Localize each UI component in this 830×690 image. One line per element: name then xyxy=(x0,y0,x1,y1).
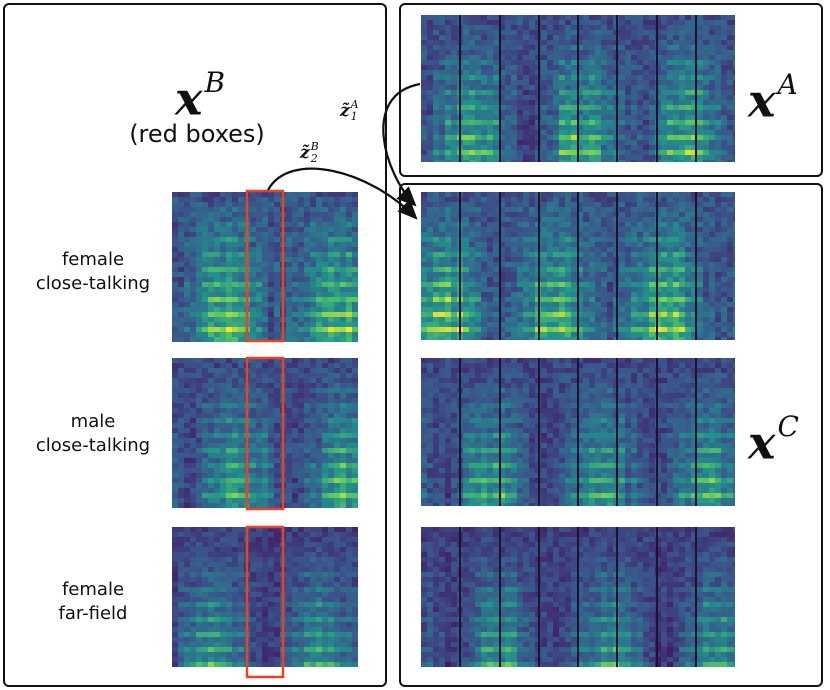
row-label-2-line2: close-talking xyxy=(35,435,151,456)
arrow-z2 xyxy=(267,167,418,220)
converted-symbol-sup: C xyxy=(777,410,799,443)
latent-z1-sup: A xyxy=(350,98,359,111)
source-symbol-sup: B xyxy=(204,66,226,99)
row-label-3-line2: far-field xyxy=(58,603,128,624)
highlight-box-1 xyxy=(245,189,285,343)
latent-z2-sup: B xyxy=(310,140,319,153)
row-label-3: female far-field xyxy=(8,578,178,626)
content-spectrogram xyxy=(421,15,735,162)
converted-spectrogram-female-far xyxy=(421,527,735,667)
highlight-box-2 xyxy=(245,356,285,511)
highlight-box-3 xyxy=(245,525,285,679)
converted-spectrogram-male-close xyxy=(421,358,735,506)
latent-z1-label: z̃A1 xyxy=(340,98,359,123)
content-symbol-base: x xyxy=(748,73,776,128)
content-symbol-sup: A xyxy=(777,68,798,101)
arrow-z1 xyxy=(382,82,421,207)
source-spectrogram-female-close xyxy=(172,192,358,342)
row-label-3-line1: female xyxy=(61,579,125,600)
source-symbol: xB xyxy=(175,66,225,121)
row-label-1-line2: close-talking xyxy=(35,273,151,294)
row-label-1: female close-talking xyxy=(8,248,178,296)
converted-spectrogram-female-close xyxy=(421,192,735,340)
latent-z2-base: z̃ xyxy=(300,143,310,163)
latent-z1-sub: 1 xyxy=(350,110,358,123)
latent-z1-base: z̃ xyxy=(340,101,350,121)
source-symbol-base: x xyxy=(175,71,203,126)
row-label-2: male close-talking xyxy=(8,410,178,458)
converted-symbol-base: x xyxy=(748,415,776,470)
row-label-1-line1: female xyxy=(61,249,125,270)
latent-z2-label: z̃B2 xyxy=(300,140,319,165)
converted-symbol: xC xyxy=(748,410,799,465)
latent-z2-sub: 2 xyxy=(310,152,318,165)
source-caption: (red boxes) xyxy=(129,120,265,148)
source-spectrogram-female-far xyxy=(172,527,358,667)
content-symbol: xA xyxy=(748,68,798,123)
row-label-2-line1: male xyxy=(70,411,116,432)
